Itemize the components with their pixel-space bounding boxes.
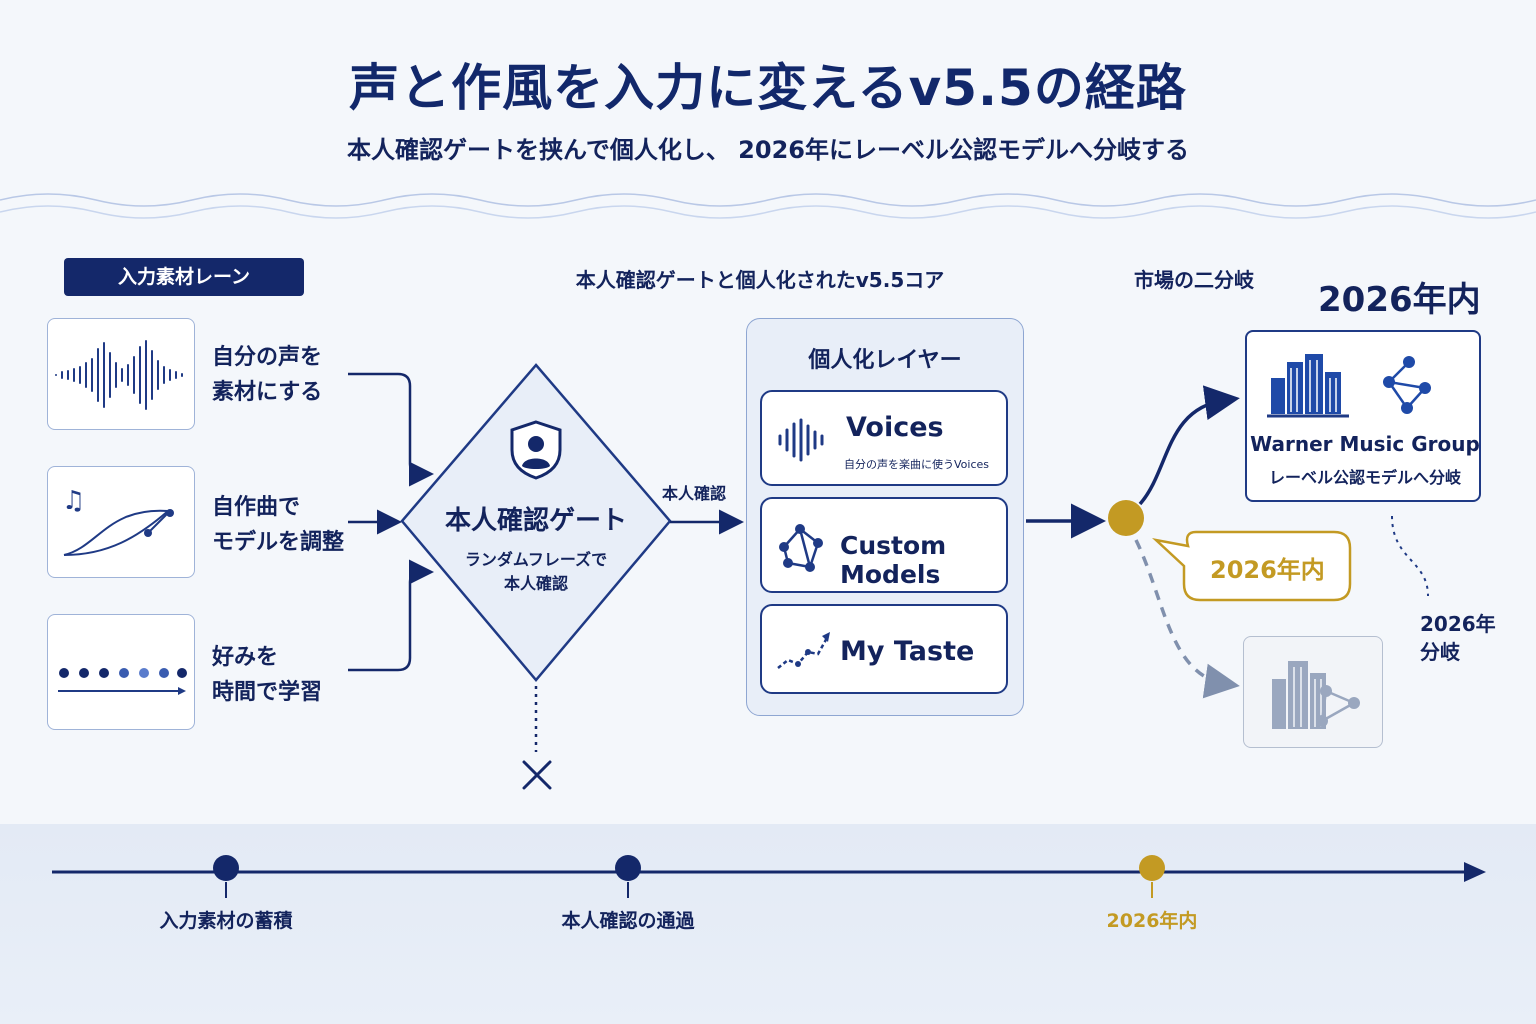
- gold-bubble-text: 2026年内: [1210, 556, 1325, 584]
- trend-icon: [777, 632, 830, 669]
- dots-timeline-icon: [58, 668, 187, 695]
- music-curve-icon: ♫: [62, 486, 174, 556]
- timeline-axis: [52, 855, 1486, 898]
- input-lane-tag: 入力素材レーン: [64, 258, 304, 296]
- layer-item-voices: Voices 自分の声を楽曲に使うVoices: [760, 390, 1008, 486]
- network-icon: [779, 524, 823, 572]
- wmg-name: Warner Music Group: [1250, 432, 1480, 456]
- shield-user-icon: [510, 420, 562, 480]
- fork-node: [1108, 500, 1144, 536]
- input-card-taste: [47, 614, 195, 730]
- svg-text:♫: ♫: [62, 486, 85, 516]
- header-wave-decoration: [0, 193, 1536, 219]
- wmg-sub: レーベル公認モデルへ分岐: [1268, 468, 1461, 487]
- input-voice-text: 自分の声を 素材にする: [212, 345, 323, 405]
- gate-title: 本人確認ゲート: [444, 506, 627, 536]
- faded-building-icon: [1272, 661, 1360, 729]
- gate-arrow-label: 本人確認: [662, 484, 727, 503]
- timeline-label-verification: 本人確認の通過: [561, 910, 695, 932]
- market-year-heading: 2026年内: [1318, 280, 1481, 320]
- wmg-card: Warner Music Group レーベル公認モデルへ分岐: [1245, 330, 1481, 502]
- input-card-voice: [47, 318, 195, 430]
- wmg-fork-dotted: [1391, 515, 1429, 597]
- unlicensed-branch-card: [1243, 636, 1383, 748]
- input-taste-text: 好みを 時間で学習: [212, 645, 323, 705]
- arrow-voice-to-gate: [348, 372, 434, 487]
- market-section-label: 市場の二分岐: [1134, 268, 1254, 292]
- layer-item-custom-models: Custom Models: [760, 497, 1008, 593]
- custom-models-name: Custom Models: [840, 531, 947, 589]
- fork-year-label: 2026年 分岐: [1420, 612, 1496, 664]
- timeline-label-2026: 2026年内: [1106, 910, 1198, 932]
- voice-wave-icon: [778, 418, 824, 462]
- personal-layer-title: 個人化レイヤー: [808, 348, 962, 373]
- timeline-band: [0, 824, 1536, 1024]
- input-card-song: ♫: [47, 466, 195, 578]
- timeline-point-verification: [615, 855, 641, 881]
- gate-section-label: 本人確認ゲートと個人化されたv5.5コア: [575, 268, 945, 292]
- my-taste-name: My Taste: [840, 636, 975, 667]
- timeline-label-inputs: 入力素材の蓄積: [159, 910, 293, 932]
- reject-cross-icon: [522, 760, 552, 790]
- gate-subtext: ランダムフレーズで 本人確認: [464, 550, 608, 593]
- waveform-icon: [55, 340, 183, 410]
- timeline-point-inputs: [213, 855, 239, 881]
- voices-name: Voices: [846, 412, 944, 443]
- arrow-taste-to-gate: [348, 559, 434, 672]
- gold-bubble-shape: [1151, 530, 1352, 602]
- page-subtitle: 本人確認ゲートを挟んで個人化し、 2026年にレーベル公認モデルへ分岐する: [347, 136, 1189, 164]
- gate-diamond: [400, 363, 672, 682]
- arrow-fork-to-wmg: [1138, 385, 1240, 506]
- arrow-fork-to-ghost: [1134, 539, 1240, 699]
- timeline-point-2026: [1139, 855, 1165, 881]
- building-icon: [1267, 354, 1349, 418]
- input-song-text: 自作曲で モデルを調整: [212, 495, 345, 555]
- page-title: 声と作風を入力に変えるv5.5の経路: [349, 59, 1187, 117]
- share-network-icon: [1383, 356, 1431, 414]
- voices-sub: 自分の声を楽曲に使うVoices: [844, 458, 990, 471]
- layer-item-my-taste: My Taste: [760, 604, 1008, 694]
